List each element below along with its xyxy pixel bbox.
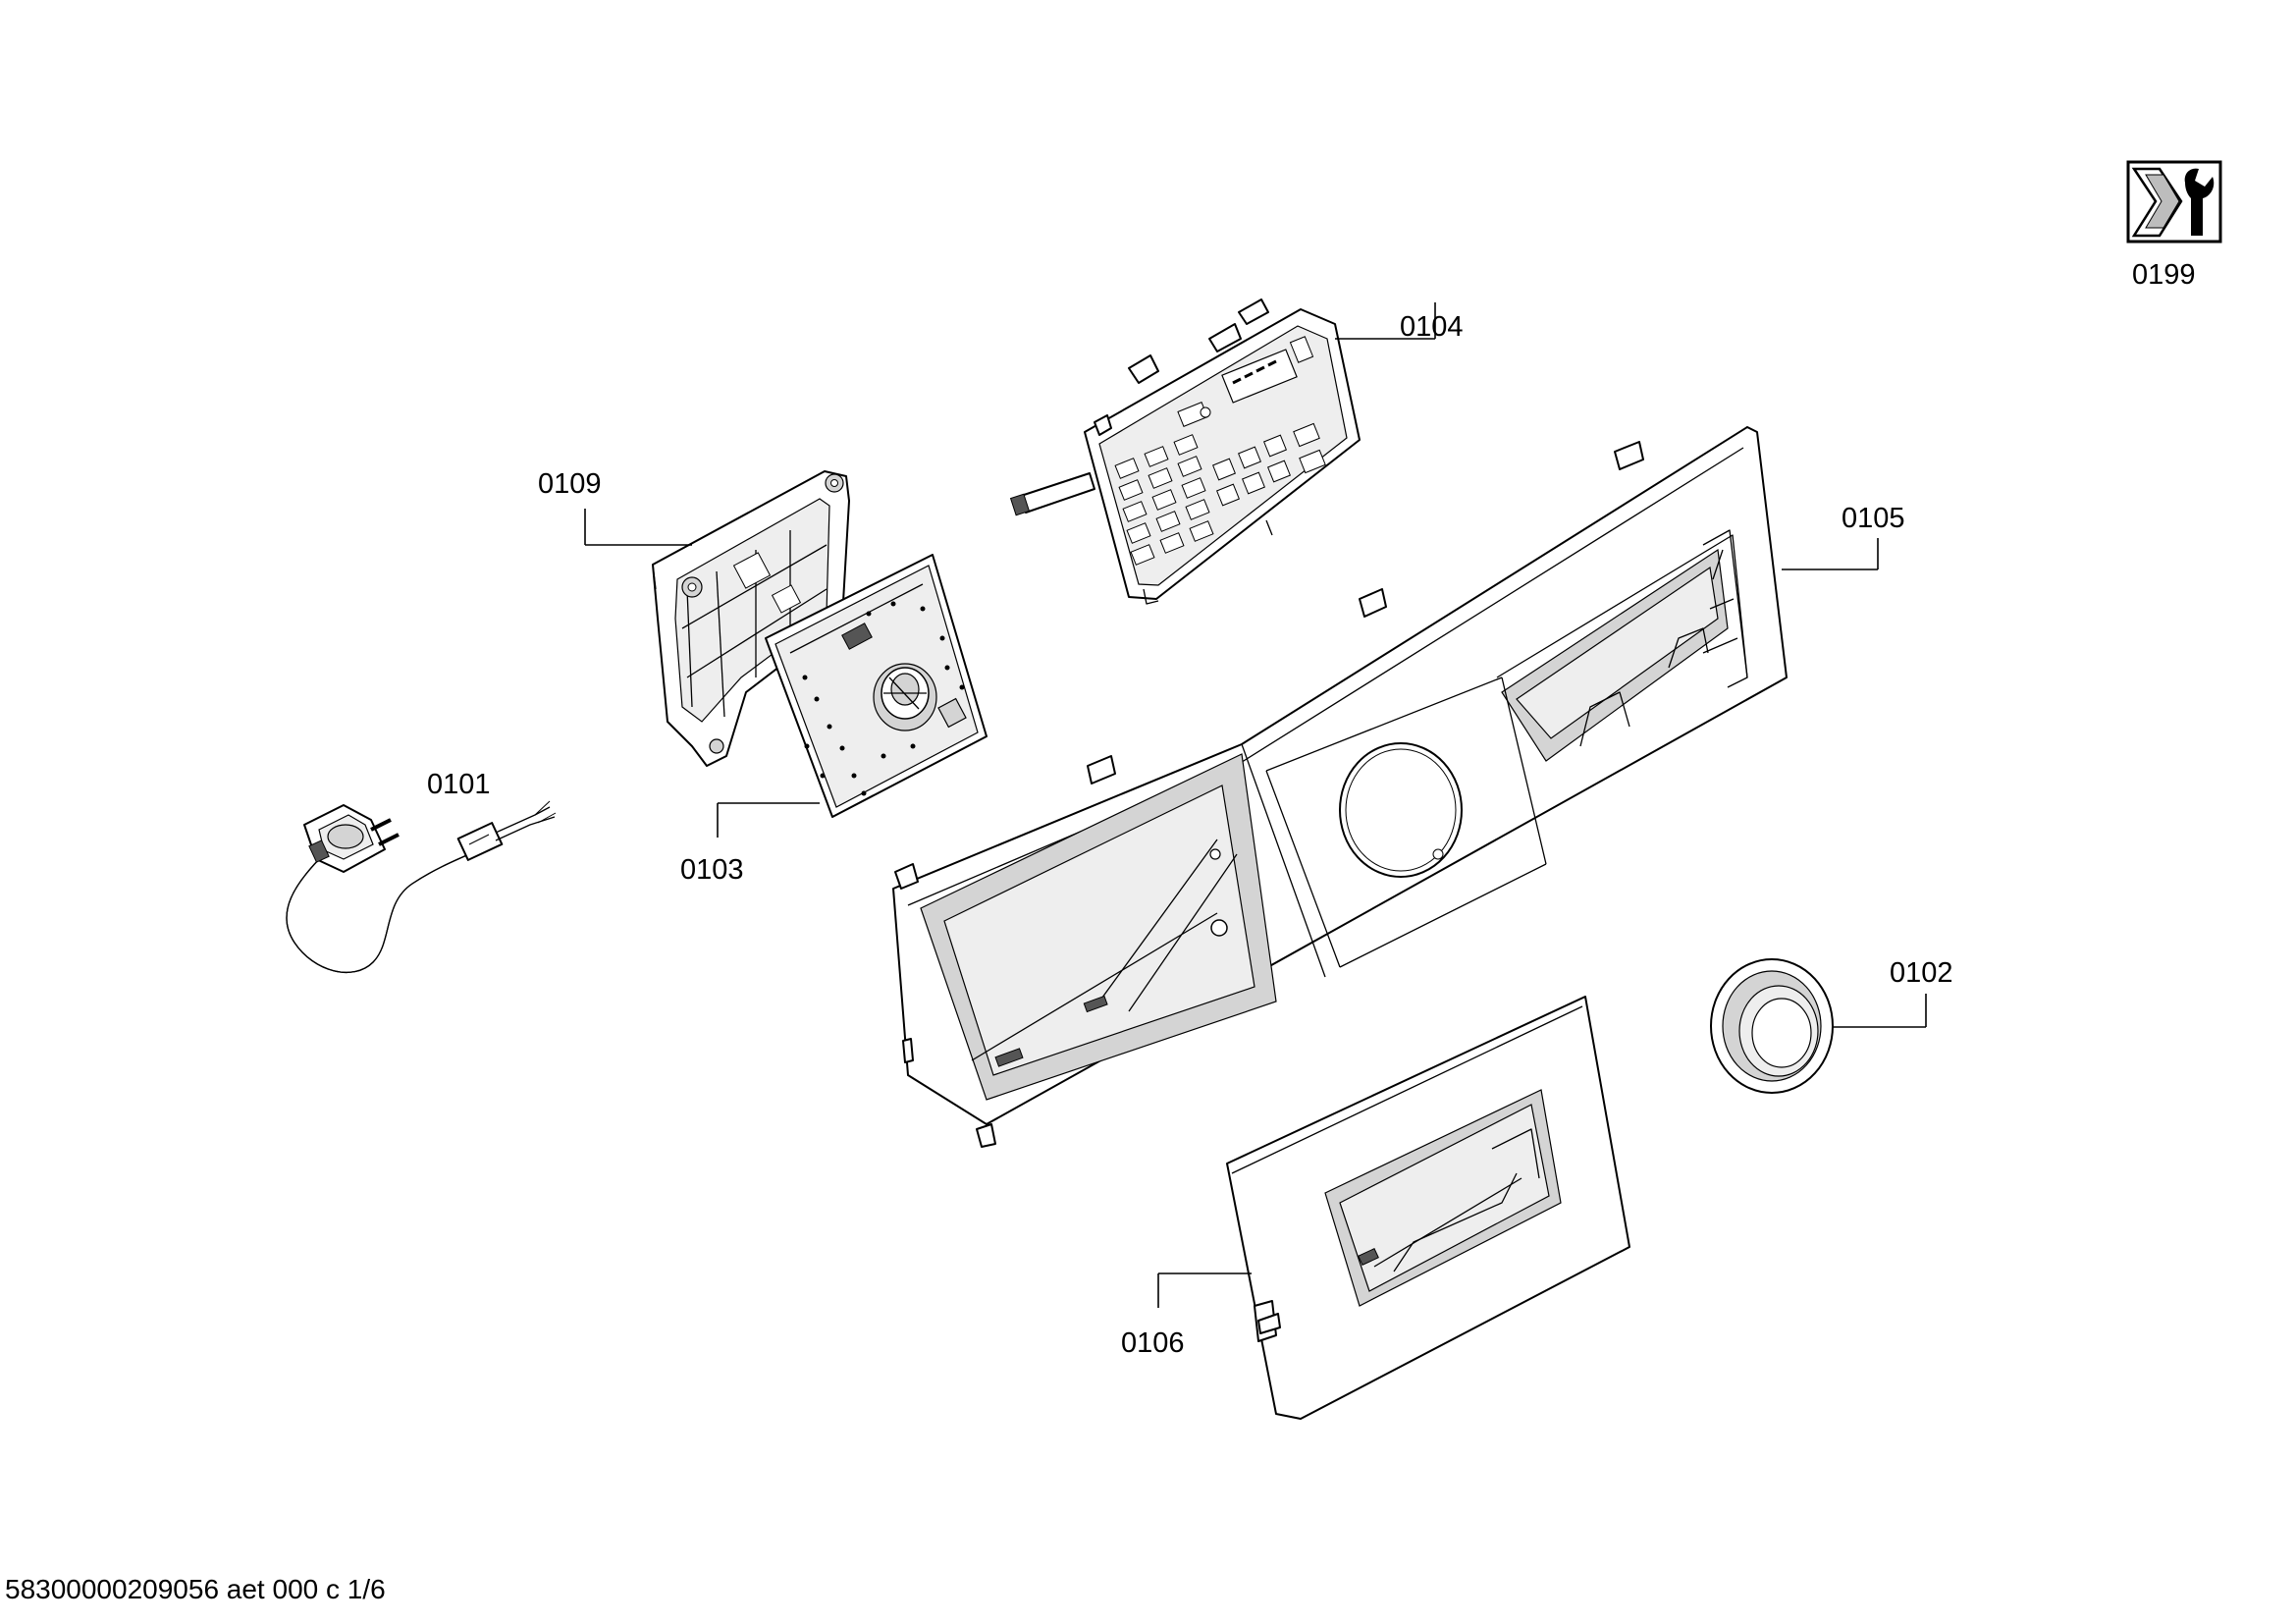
fascia-panel-part	[892, 426, 1788, 1148]
display-module-part	[1009, 298, 1361, 605]
part-label-0105: 0105	[1842, 503, 1905, 534]
part-label-0199: 0199	[2132, 259, 2196, 291]
knob-ring-part	[1710, 958, 1834, 1094]
drawer-handle-part	[1226, 996, 1630, 1420]
part-label-0103: 0103	[680, 854, 744, 886]
part-label-0104: 0104	[1400, 311, 1464, 343]
part-label-0109: 0109	[538, 468, 602, 500]
part-label-0106: 0106	[1121, 1327, 1185, 1359]
part-label-0101: 0101	[427, 769, 491, 800]
drawing-reference-footer: 58300000209056 aet 000 c 1/6	[5, 1574, 386, 1604]
mounting-bracket-part	[652, 470, 850, 767]
service-wrench-icon	[2126, 160, 2222, 244]
power-cord-part	[286, 800, 557, 974]
part-label-0102: 0102	[1890, 957, 1953, 989]
control-board-part	[765, 554, 988, 818]
